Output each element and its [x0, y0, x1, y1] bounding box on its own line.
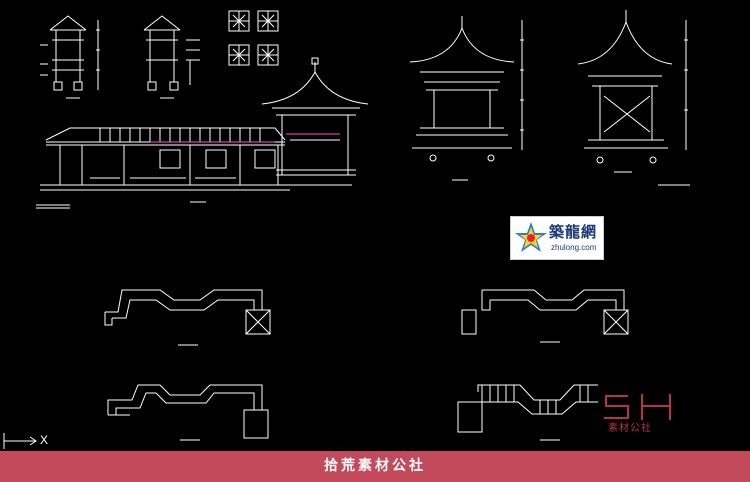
star-icon [515, 222, 547, 252]
zhulong-brand-name: 築龍網 [549, 223, 598, 241]
pavilion-section [577, 10, 690, 186]
zhulong-brand-url: zhulong.com [551, 243, 597, 252]
ucs-x-label: X [40, 433, 49, 447]
footer-title: 拾荒素材公社 [324, 458, 426, 474]
sh-logo-icon [604, 394, 671, 420]
zhulong-watermark-logo: 築龍網 zhulong.com [510, 216, 604, 260]
section-drawing-2 [143, 15, 200, 99]
corridor-plan-4 [457, 384, 598, 441]
section-drawing-1 [40, 15, 100, 99]
corridor-pavilion [261, 57, 369, 186]
sh-logo-subtitle: 素材公社 [608, 423, 652, 434]
cad-line-drawing [36, 10, 690, 441]
ucs-axis-icon [3, 433, 37, 449]
lattice-window-tiles [228, 10, 279, 66]
corridor-plan-2 [461, 289, 629, 343]
footer-bar: 拾荒素材公社 [0, 451, 750, 482]
pavilion-elevation [409, 16, 524, 181]
corridor-plan-3 [107, 384, 269, 441]
corridor-elevation [36, 127, 290, 209]
corridor-plan-1 [104, 289, 271, 346]
